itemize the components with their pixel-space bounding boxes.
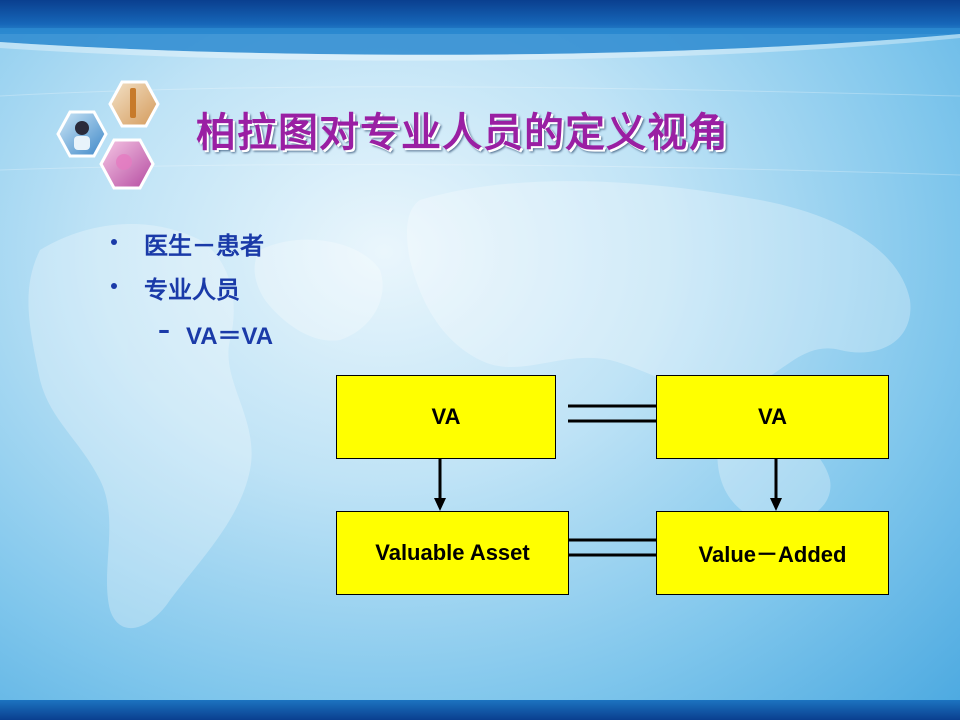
header-curve — [0, 28, 960, 61]
bullet-1: 医生－患者 — [144, 232, 264, 260]
footer-bar — [0, 700, 960, 720]
bullet-dot-1 — [111, 239, 117, 245]
sub-bullet-dash: – — [158, 316, 170, 344]
box-bottom-left: Valuable Asset — [336, 511, 569, 595]
box-top-right: VA — [656, 375, 889, 459]
box-bottom-right: Value－Added — [656, 511, 889, 595]
box-top-left: VA — [336, 375, 556, 459]
slide-title: 柏拉图对专业人员的定义视角 — [196, 110, 729, 156]
bullet-dot-2 — [111, 283, 117, 289]
bullet-2: 专业人员 — [144, 276, 240, 304]
hexagon-photo-cluster-icon — [56, 80, 160, 190]
sub-bullet: VA＝VA — [186, 323, 274, 350]
